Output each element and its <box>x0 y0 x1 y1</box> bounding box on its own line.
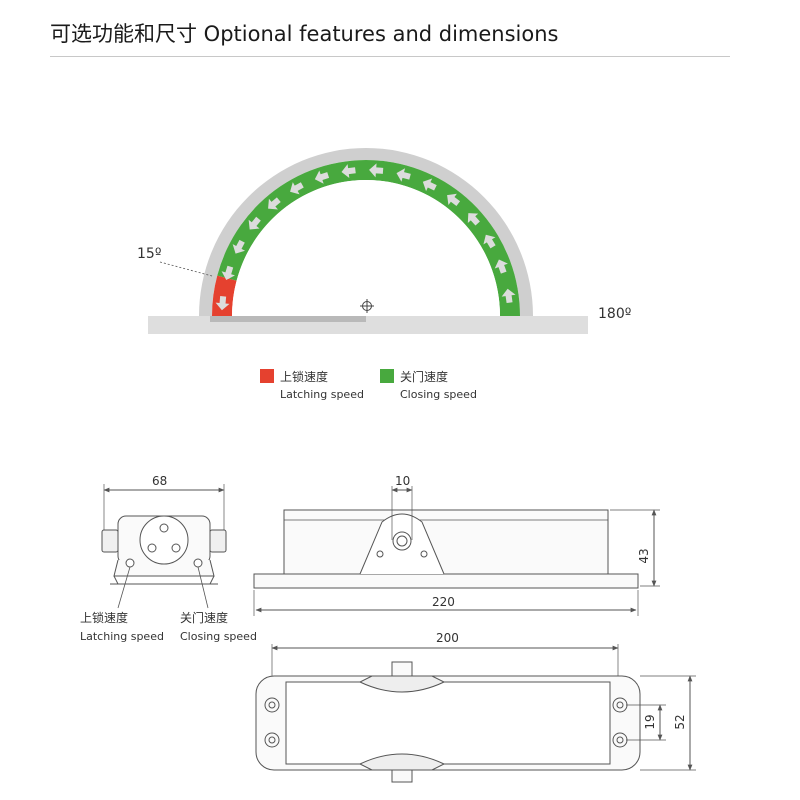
dim-hole-spacing: 200 <box>436 631 459 645</box>
front-view <box>253 486 660 616</box>
arc-arrow-icon <box>369 163 384 178</box>
pivot-crosshair-icon <box>360 299 374 313</box>
angle-end-label: 180º <box>598 306 631 322</box>
dim-side-width: 68 <box>152 474 167 488</box>
side-view <box>101 484 227 609</box>
swing-diagram: 15º 180º 上锁速度 Latching speed 关门速度 Closin… <box>137 148 631 401</box>
housing-bottom <box>358 753 446 771</box>
angle-leader <box>159 261 213 277</box>
end-cap-right <box>209 529 227 553</box>
arc-arrow-icon <box>290 182 304 195</box>
legend-closing-en: Closing speed <box>400 388 477 401</box>
dim-hole-pitch: 19 <box>643 714 657 729</box>
mount-hole-2-icon <box>264 732 280 748</box>
closer-body-top <box>285 681 611 765</box>
closing-valve-icon <box>193 558 203 568</box>
latching-speed-arc <box>212 275 237 316</box>
housing-screw-left <box>376 550 384 558</box>
pinion-face <box>139 515 189 565</box>
mount-hole-1-inner <box>268 701 276 709</box>
dim-spindle: 10 <box>395 474 410 488</box>
latching-valve-icon <box>125 558 135 568</box>
arc-arrow-icon <box>215 296 230 311</box>
side-closing-cn: 关门速度 <box>180 610 228 625</box>
arc-arrow-icon <box>341 164 356 179</box>
end-base-edge-right <box>209 575 215 585</box>
spindle-inner <box>396 535 408 547</box>
dim-height: 43 <box>637 548 651 563</box>
end-cap-left <box>101 529 119 553</box>
legend-latching-cn: 上锁速度 <box>280 369 328 384</box>
arc-arrow-icon <box>268 197 281 210</box>
closing-leader <box>197 566 209 609</box>
arc-arrow-icon <box>483 234 496 249</box>
arc-arrow-icon <box>467 213 480 226</box>
pinion-hole-left <box>147 543 157 553</box>
top-view <box>255 644 696 783</box>
legend-latching-swatch <box>260 369 274 383</box>
side-closing-en: Closing speed <box>180 630 257 643</box>
dim-length: 220 <box>432 595 455 609</box>
dim-base-width: 52 <box>673 714 687 729</box>
side-latching-cn: 上锁速度 <box>80 610 128 625</box>
latching-leader <box>117 566 131 609</box>
arc-inner <box>232 180 500 316</box>
spindle-bottom <box>391 769 413 783</box>
arc-arrow-icon <box>232 239 246 254</box>
housing-screw-right <box>420 550 428 558</box>
arc-arrow-icon <box>396 168 411 182</box>
arc-arrow-icon <box>422 178 437 192</box>
arc-arrow-icon <box>248 216 261 230</box>
mount-hole-3-inner <box>616 701 624 709</box>
arc-arrow-icon <box>447 193 461 207</box>
page-title: 可选功能和尺寸 Optional features and dimensions <box>50 22 559 46</box>
door-leaf <box>210 316 366 322</box>
closer-body <box>283 509 609 575</box>
mounting-plate <box>253 573 639 589</box>
mount-hole-1-icon <box>264 697 280 713</box>
mount-hole-4-inner <box>616 736 624 744</box>
arc-arrow-icon <box>314 170 330 184</box>
end-base <box>113 559 215 577</box>
mount-hole-2-inner <box>268 736 276 744</box>
arc-arrow-icon <box>221 265 235 281</box>
legend-latching-en: Latching speed <box>280 388 364 401</box>
legend-closing-swatch <box>380 369 394 383</box>
angle-start-label: 15º <box>137 246 161 262</box>
arc-arrow-icon <box>501 288 516 304</box>
closing-speed-arc <box>217 160 520 316</box>
legend-closing-cn: 关门速度 <box>400 369 448 384</box>
title-divider <box>50 56 730 57</box>
floor-right <box>370 316 588 334</box>
spindle-top <box>391 661 413 677</box>
housing-top <box>358 675 446 693</box>
spindle-outer <box>392 531 412 551</box>
arc-arrows <box>215 163 516 311</box>
end-base-edge-left <box>113 575 119 585</box>
side-latching-en: Latching speed <box>80 630 164 643</box>
arc-arrow-icon <box>494 259 508 274</box>
pinion-hole-right <box>171 543 181 553</box>
pinion-hole-top <box>159 523 169 533</box>
